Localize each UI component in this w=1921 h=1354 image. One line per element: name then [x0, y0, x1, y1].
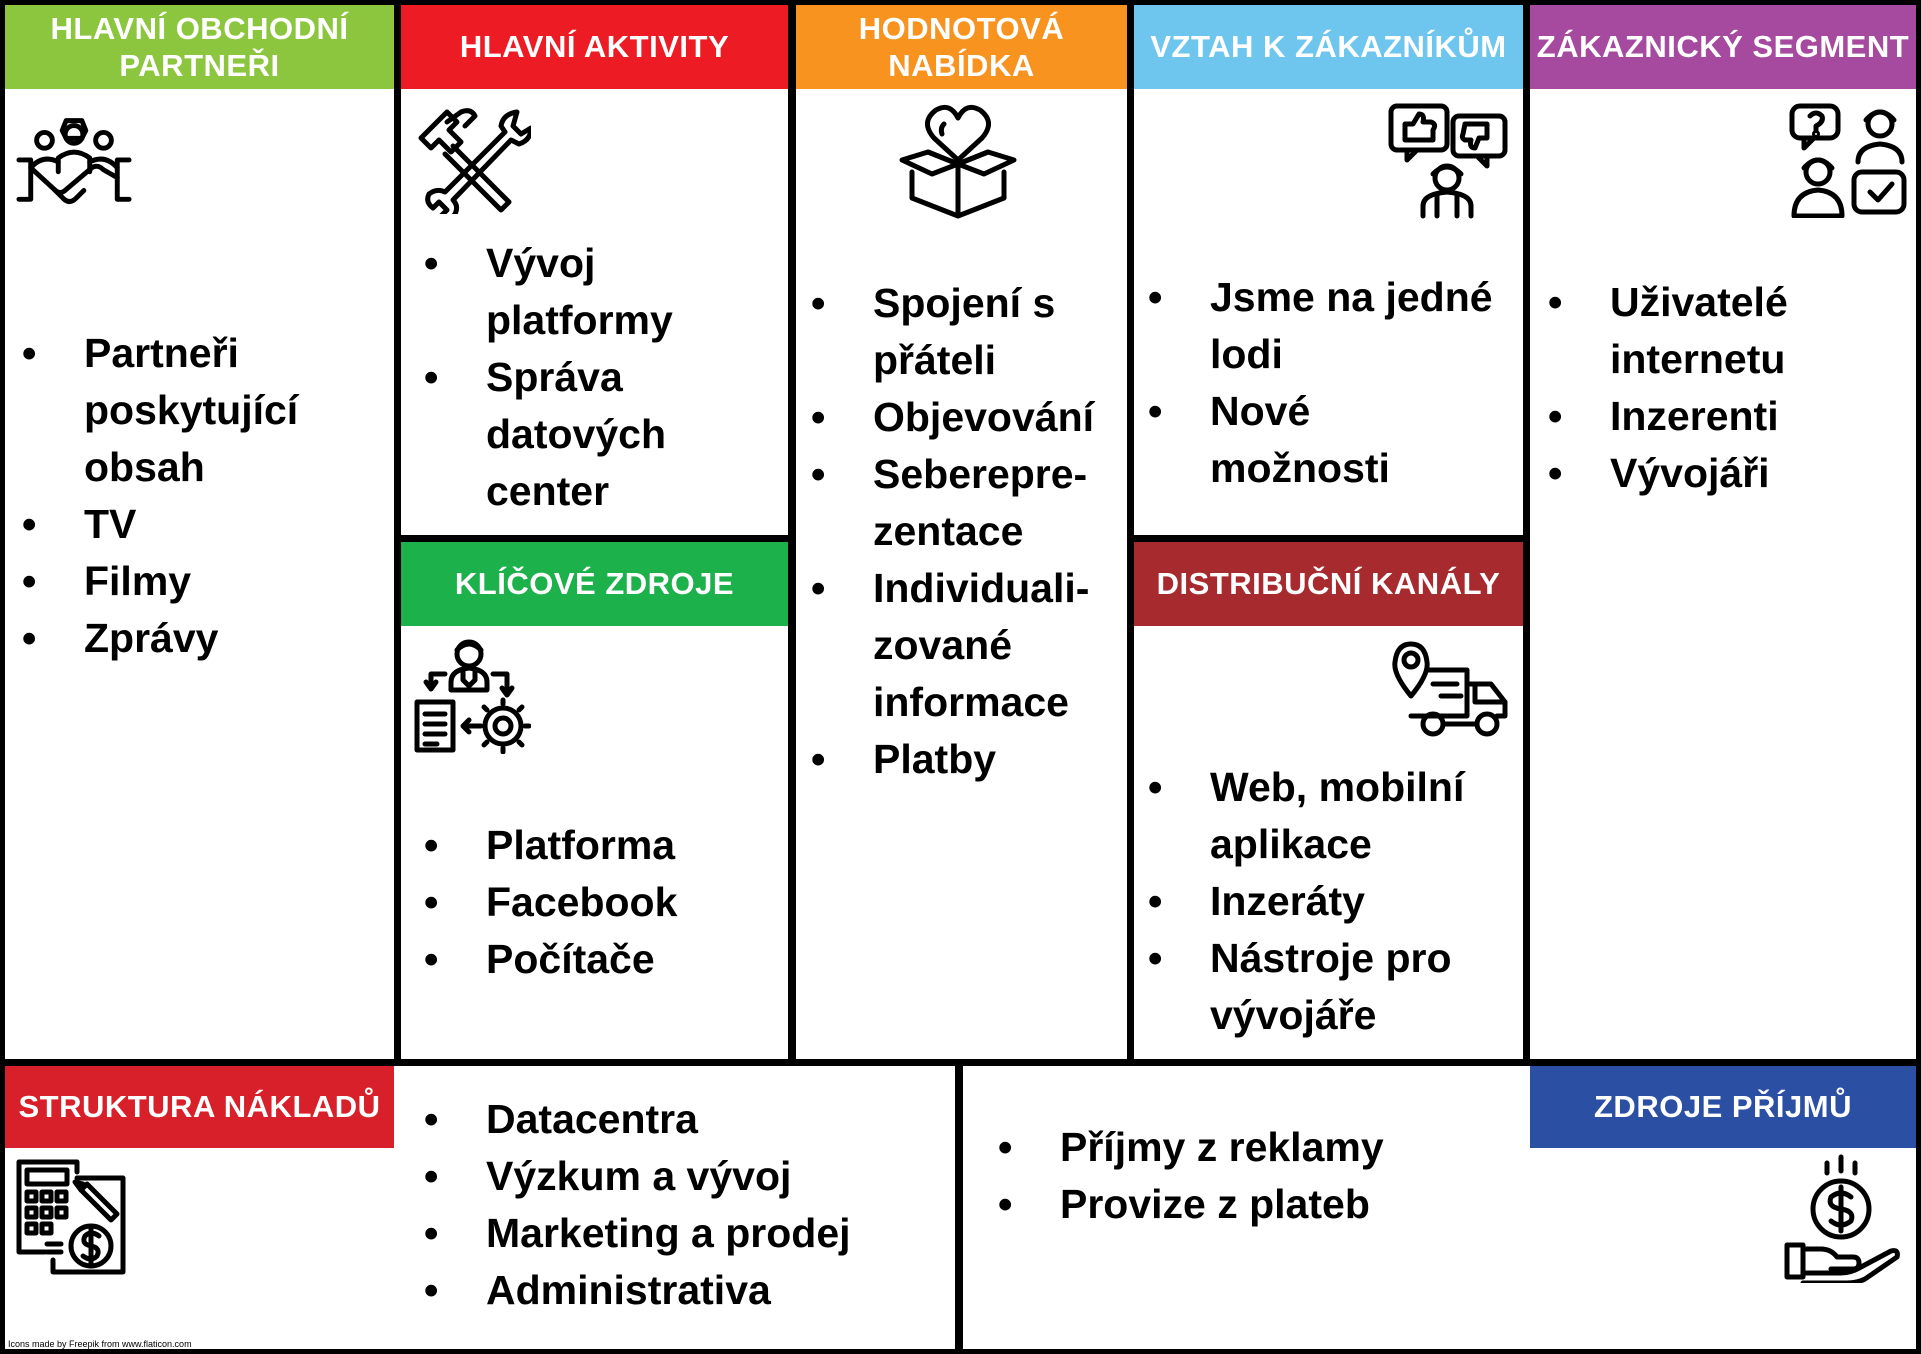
- list-item: Uživatelé internetu: [1548, 274, 1820, 388]
- costs-title: STRUKTURA NÁKLADŮ: [18, 1089, 381, 1125]
- costs-list: Datacentra Výzkum a vývoj Marketing a pr…: [424, 1091, 944, 1319]
- list-item: Příjmy z reklamy: [998, 1119, 1518, 1176]
- resources-title: KLÍČOVÉ ZDROJE: [454, 566, 735, 602]
- resources-header: KLÍČOVÉ ZDROJE: [401, 542, 788, 626]
- border-right: [1916, 0, 1921, 1354]
- divider-v3: [1127, 0, 1134, 1060]
- list-item: Inzeráty: [1148, 873, 1498, 930]
- segments-title: ZÁKAZNICKÝ SEGMENT: [1536, 29, 1910, 65]
- hammer-wrench-icon: [413, 102, 531, 214]
- segments-list: Uživatelé internetu Inzerenti Vývojáři: [1548, 274, 1848, 502]
- value-list: Spojení s přáteli Objevování Seberepre-z…: [811, 275, 1111, 788]
- revenue-header: ZDROJE PŘÍJMŮ: [1530, 1066, 1916, 1148]
- resource-management-icon: [411, 634, 531, 754]
- list-item: Vývoj platformy: [424, 235, 744, 349]
- channels-title: DISTRIBUČNÍ KANÁLY: [1156, 566, 1501, 602]
- relations-title: VZTAH K ZÁKAZNÍKŮM: [1150, 29, 1507, 65]
- list-item: Platby: [811, 731, 1111, 788]
- channels-header: DISTRIBUČNÍ KANÁLY: [1134, 542, 1523, 626]
- list-item: Datacentra: [424, 1091, 944, 1148]
- customer-feedback-icon: [1387, 102, 1509, 220]
- channels-list: Web, mobilní aplikace Inzeráty Nástroje …: [1148, 759, 1498, 1044]
- divider-v4: [1523, 0, 1530, 1060]
- list-item: Výzkum a vývoj: [424, 1148, 944, 1205]
- list-item: Marketing a prodej: [424, 1205, 944, 1262]
- list-item: TV: [22, 496, 362, 553]
- delivery-truck-location-icon: [1389, 640, 1511, 744]
- list-item: Objevování: [811, 389, 1111, 446]
- value-header: HODNOTOVÁ NABÍDKA: [796, 5, 1127, 89]
- divider-h-relations: [1127, 535, 1530, 542]
- revenue-list: Příjmy z reklamy Provize z plateb: [998, 1119, 1518, 1233]
- list-item: Nástroje pro vývojáře: [1148, 930, 1470, 1044]
- list-item: Jsme na jedné lodi: [1148, 269, 1498, 383]
- list-item: Inzerenti: [1548, 388, 1848, 445]
- list-item: Nové možnosti: [1148, 383, 1410, 497]
- list-item: Počítače: [424, 931, 764, 988]
- list-item: Vývojáři: [1548, 445, 1848, 502]
- activities-title: HLAVNÍ AKTIVITY: [459, 29, 730, 65]
- list-item: Seberepre-zentace: [811, 446, 1098, 560]
- divider-v2: [788, 0, 796, 1060]
- relations-list: Jsme na jedné lodi Nové možnosti: [1148, 269, 1498, 497]
- revenue-title: ZDROJE PŘÍJMŮ: [1594, 1089, 1852, 1125]
- segments-header: ZÁKAZNICKÝ SEGMENT: [1530, 5, 1916, 89]
- list-item: Správa datových center: [424, 349, 744, 520]
- list-item: Zprávy: [22, 610, 362, 667]
- relations-header: VZTAH K ZÁKAZNÍKŮM: [1134, 5, 1523, 89]
- list-item: Provize z plateb: [998, 1176, 1518, 1233]
- border-left: [0, 0, 5, 1354]
- customer-segment-icon: [1788, 102, 1908, 218]
- border-top: [0, 0, 1921, 5]
- partners-list: Partneři poskytující obsah TV Filmy Zprá…: [22, 325, 362, 667]
- value-title: HODNOTOVÁ NABÍDKA: [858, 10, 1065, 83]
- handshake-team-icon: [15, 102, 133, 214]
- partners-header: HLAVNÍ OBCHODNÍ PARTNEŘI: [5, 5, 394, 89]
- divider-v-bottom: [955, 1059, 963, 1354]
- list-item: Web, mobilní aplikace: [1148, 759, 1490, 873]
- divider-v1: [394, 0, 401, 1060]
- hand-coin-icon: [1783, 1153, 1901, 1283]
- list-item: Platforma: [424, 817, 764, 874]
- list-item: Facebook: [424, 874, 764, 931]
- list-item: Partneři poskytující obsah: [22, 325, 362, 496]
- resources-list: Platforma Facebook Počítače: [424, 817, 764, 988]
- icon-credit[interactable]: Icons made by Freepik from www.flaticon.…: [8, 1339, 192, 1349]
- partners-title: HLAVNÍ OBCHODNÍ PARTNEŘI: [50, 10, 349, 83]
- list-item: Administrativa: [424, 1262, 944, 1319]
- list-item: Individuali-zované informace: [811, 560, 1113, 731]
- costs-header: STRUKTURA NÁKLADŮ: [5, 1066, 394, 1148]
- activities-list: Vývoj platformy Správa datových center: [424, 235, 744, 520]
- activities-header: HLAVNÍ AKTIVITY: [401, 5, 788, 89]
- calculator-cost-icon: [15, 1158, 133, 1276]
- list-item: Spojení s přáteli: [811, 275, 1073, 389]
- divider-h-activities: [394, 535, 796, 542]
- list-item: Filmy: [22, 553, 362, 610]
- heart-box-icon: [898, 102, 1018, 220]
